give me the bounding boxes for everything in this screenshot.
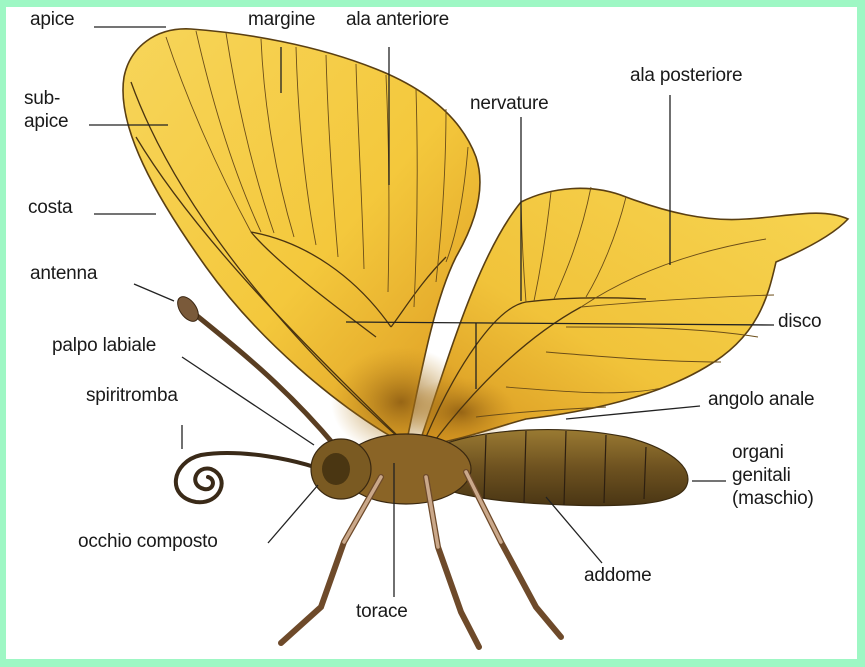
label-margine: margine (248, 9, 315, 31)
label-angolo-anale: angolo anale (708, 389, 814, 411)
label-apice: apice (30, 9, 74, 31)
label-disco: disco (778, 311, 821, 333)
label-addome: addome (584, 565, 651, 587)
label-occhio-composto: occhio composto (78, 531, 218, 553)
label-nervature: nervature (470, 93, 548, 115)
label-ala-anteriore: ala anteriore (346, 9, 449, 31)
label-torace: torace (356, 601, 408, 623)
figure-frame: apice margine ala anteriore sub- apice a… (6, 7, 857, 659)
label-sub-apice: sub- apice (24, 87, 68, 133)
label-organi-genitali: organi genitali (maschio) (732, 441, 814, 510)
label-ala-posteriore: ala posteriore (630, 65, 742, 87)
label-spiritromba: spiritromba (86, 385, 178, 407)
label-palpo-labiale: palpo labiale (52, 335, 156, 357)
butterfly-illustration (6, 7, 857, 659)
label-costa: costa (28, 197, 72, 219)
label-antenna: antenna (30, 263, 97, 285)
